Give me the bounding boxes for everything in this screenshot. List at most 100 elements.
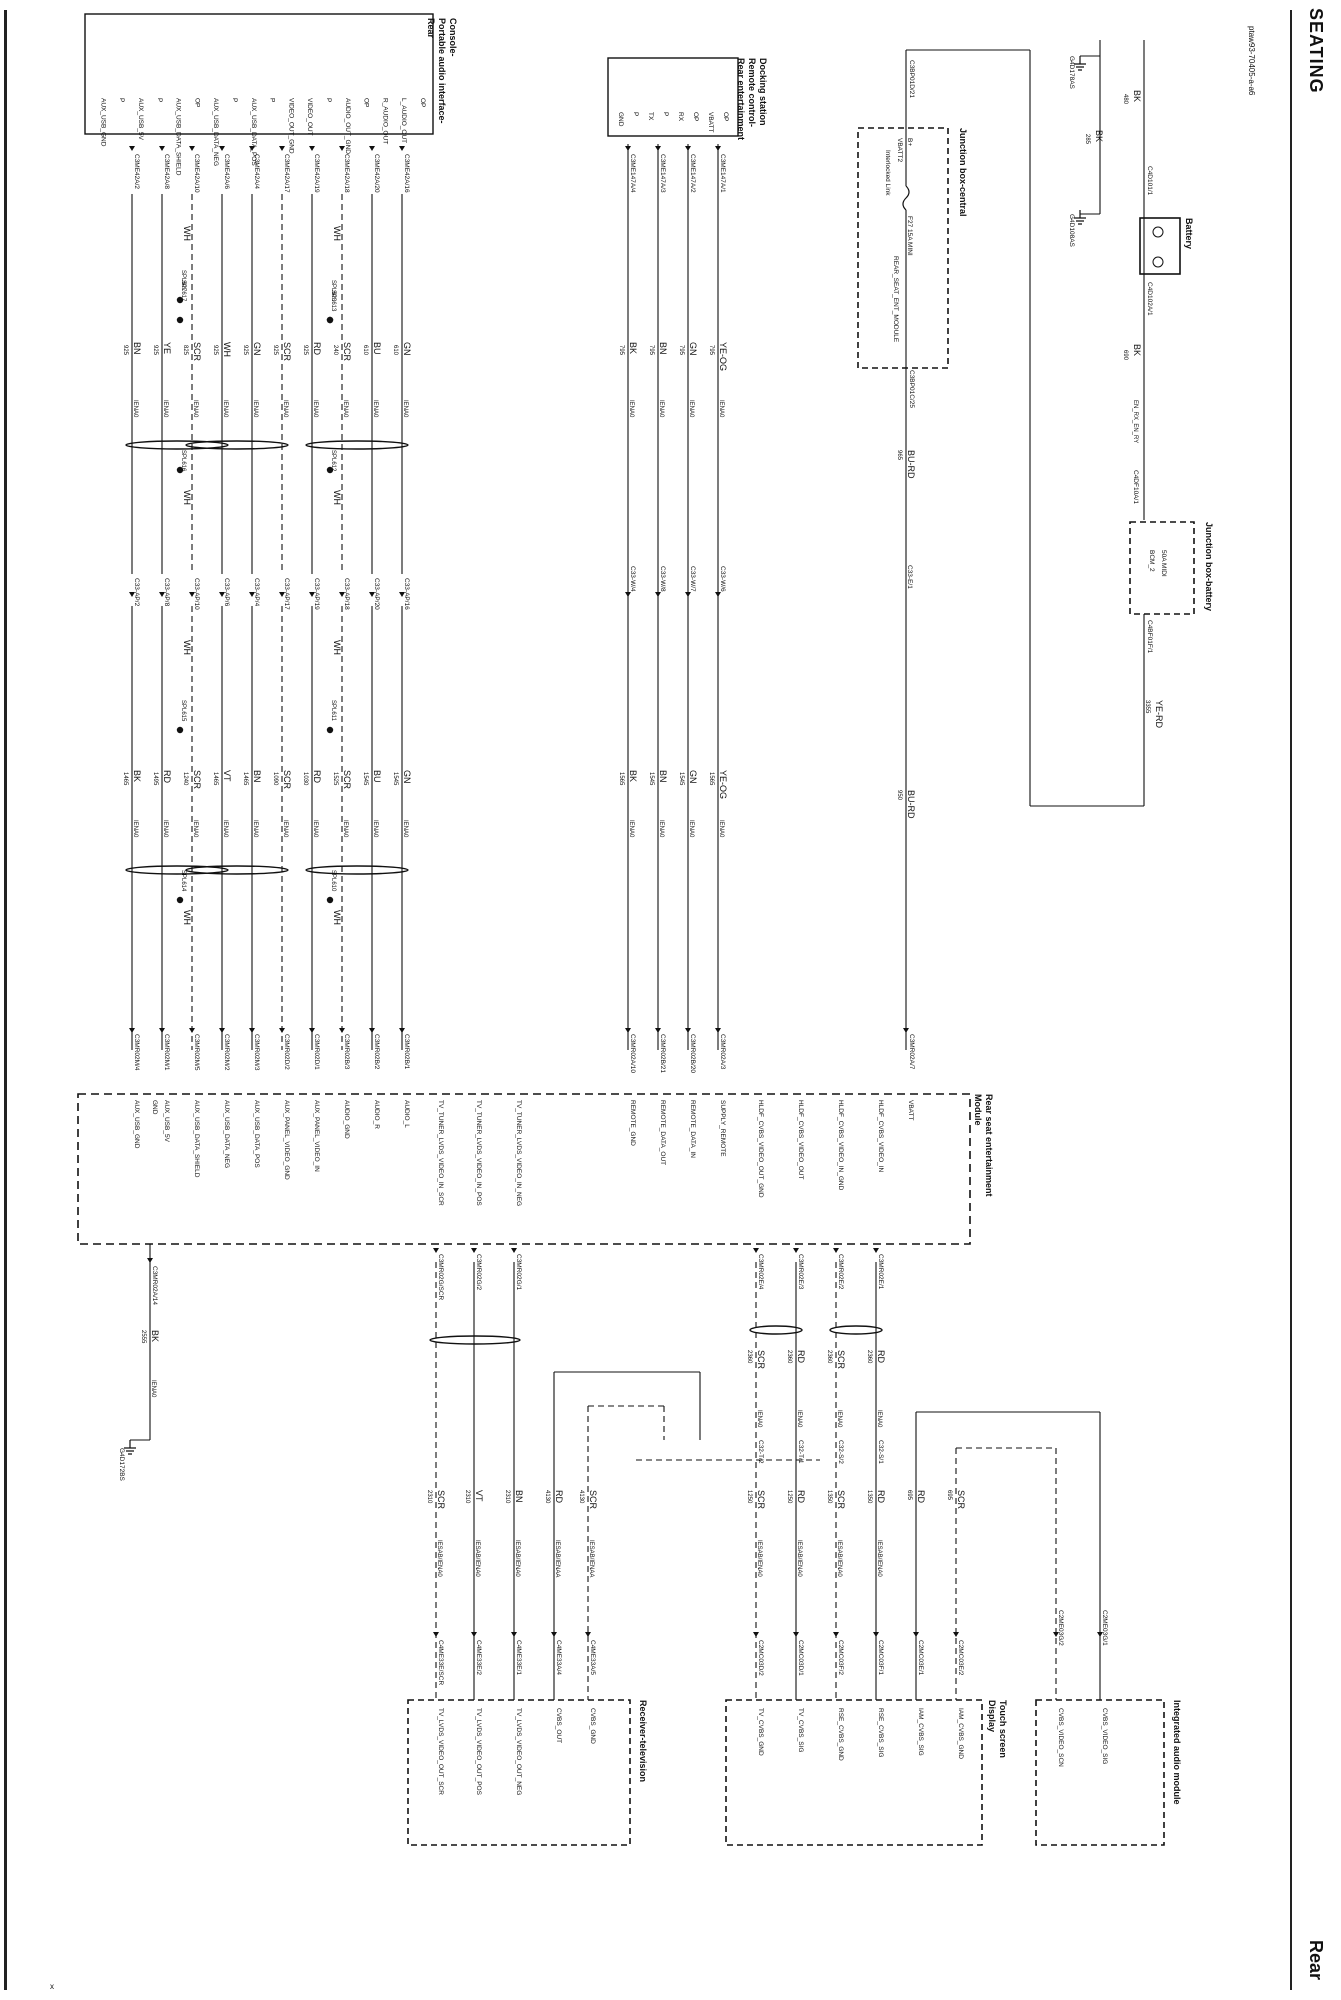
twisted-pair-marker — [185, 865, 289, 875]
receiver-pin-label: TV_LVDS_VIDEO_OUT_NEG — [515, 1708, 522, 1795]
connector-label: C3MR02M/5 — [193, 1034, 200, 1071]
junction-box-battery-box — [1129, 521, 1195, 615]
touch-pin-label: IAM_CVBS_GND — [957, 1708, 964, 1759]
connector-label: C33-W/7 — [689, 566, 696, 592]
wire-gauge-label: 1565 — [708, 772, 714, 786]
connector-label: C33-W/6 — [719, 566, 726, 592]
connector-label: C3MR02G/2 — [475, 1254, 482, 1291]
splice-label: SPL610 — [330, 870, 336, 892]
docking-station-title: Rear entertainment — [736, 58, 746, 140]
wire-gauge-label: 1030 — [302, 772, 308, 786]
ground-symbol — [1074, 56, 1086, 71]
docking-pin-label: GND — [617, 112, 624, 127]
console-pin-label: P — [269, 98, 276, 102]
battery-title: Battery — [1184, 218, 1194, 249]
wire-color-label: RD — [312, 342, 322, 355]
connector-label: C3ME42A/16 — [403, 154, 410, 193]
splice-dot — [176, 466, 184, 474]
splice-dot — [176, 316, 184, 324]
connector-label: C3MR02E/1 — [877, 1254, 884, 1290]
harness-code-label: IENA0 — [876, 1410, 882, 1428]
fuse-label: 50A MIDI — [1160, 550, 1167, 577]
wire-gauge-label: 1240 — [182, 772, 188, 786]
connector-pin — [753, 1632, 759, 1637]
wire-gauge-label: 965 — [896, 450, 902, 461]
touch-pin-label: TV_CVBS_SIG — [797, 1708, 804, 1752]
touch-pin-label: RSE_CVBS_GND — [837, 1708, 844, 1761]
wire-gauge-label: 925 — [122, 345, 128, 356]
harness-code-label: IENA0 — [688, 400, 694, 418]
ground-label: G4D172BS — [118, 1448, 125, 1482]
wire-color-label: BN — [252, 770, 262, 783]
connector-label: C4ME33E/1 — [515, 1640, 522, 1675]
console-pin-label: AUX_USB_5V — [137, 98, 144, 141]
rse-module-title: Module — [973, 1094, 983, 1126]
splice-dot — [326, 726, 334, 734]
wire-color-label: BN — [514, 1490, 524, 1503]
console-pin-label: VIDEO_OUT_GND — [287, 98, 294, 154]
splice-label: SPL612 — [330, 450, 336, 472]
wire-gauge-label: 1250 — [746, 1490, 752, 1504]
connector-pin — [833, 1632, 839, 1637]
harness-code-label: IENA0 — [342, 400, 348, 418]
ground-label: G4D178AS — [1068, 56, 1075, 90]
splice-label: SPL611 — [330, 700, 336, 722]
wire-color-label: BK — [628, 770, 638, 782]
splice-dot — [326, 896, 334, 904]
console-pin-label: AUX_USB_DATA_NEG — [212, 98, 219, 166]
connector-label: C3ME147A/4 — [629, 154, 636, 193]
connector-label: C3MR02M/4 — [133, 1034, 140, 1071]
connector-label: C3MR02A/3 — [719, 1034, 726, 1070]
connector-pin — [369, 592, 375, 597]
wire-gauge-label: 1350 — [826, 1490, 832, 1504]
connector-label: C3BP01C/25 — [908, 370, 915, 408]
console-pin-label: VIDEO_OUT — [306, 98, 313, 136]
rse-pin-label: AUX_USB_DATA_NEG — [223, 1100, 230, 1168]
battery-terminal-neg — [1152, 226, 1164, 238]
rse-pin-label: REMOTE_GND — [629, 1100, 636, 1146]
rse-pin-label: AUX_PANEL_VIDEO_GND — [283, 1100, 290, 1180]
connector-pin — [625, 1028, 631, 1033]
harness-code-label: IENA0 — [252, 400, 258, 418]
wire-color-label: WH — [222, 342, 232, 357]
wire-color-label: SCR — [956, 1490, 966, 1510]
wire-color-label: SCR — [342, 770, 352, 790]
harness-code-label: IENA0 — [658, 400, 664, 418]
wire-gauge-label: 925 — [242, 345, 248, 356]
harness-code-label: IENA0 — [658, 820, 664, 838]
console-module-title: Portable audio interface- — [437, 18, 447, 124]
connector-label: C3MR02B/2 — [373, 1034, 380, 1070]
ground-label: G4D108AS — [1068, 214, 1075, 248]
connector-label: C3MR02B/20 — [689, 1034, 696, 1073]
connector-pin — [833, 1248, 839, 1253]
connector-label: C3ME147A/3 — [659, 154, 666, 193]
battery-box — [1139, 217, 1181, 275]
connector-label: C3ME42A/2 — [133, 154, 140, 189]
connector-label: C33-W/8 — [659, 566, 666, 592]
docking-pin-label: TX — [647, 112, 654, 121]
connector-label: C3MR02M/1 — [163, 1034, 170, 1071]
wire-color-label: RD — [312, 770, 322, 783]
wire-gauge-label: 4130 — [578, 1490, 584, 1504]
console-pin-label: OP — [363, 98, 370, 107]
connector-label: C2MC03D/2 — [757, 1640, 764, 1676]
twisted-pair-marker — [185, 440, 289, 450]
wire-color-label: WH — [332, 490, 342, 505]
harness-code-label: IENA0 — [796, 1410, 802, 1428]
receiver-pin-label: CVBS_GND — [589, 1708, 596, 1744]
rear-seat-entertainment-module-box — [77, 1093, 971, 1245]
harness-code-label: IENA0 — [132, 820, 138, 838]
connector-pin — [511, 1248, 517, 1253]
wire-color-label: SCR — [588, 1490, 598, 1510]
connector-label: C2MC03E/1 — [917, 1640, 924, 1676]
harness-code-label: IENA0 — [132, 400, 138, 418]
wire-gauge-label: 1465 — [122, 772, 128, 786]
connector-pin — [753, 1248, 759, 1253]
wire-gauge-label: 925 — [152, 345, 158, 356]
rse-module-title: Rear seat entertainment — [984, 1094, 994, 1197]
connector-label: C3ME42A/10 — [193, 154, 200, 193]
wire-color-label: GN — [402, 342, 412, 356]
wire-gauge-label: 2360 — [826, 1350, 832, 1364]
